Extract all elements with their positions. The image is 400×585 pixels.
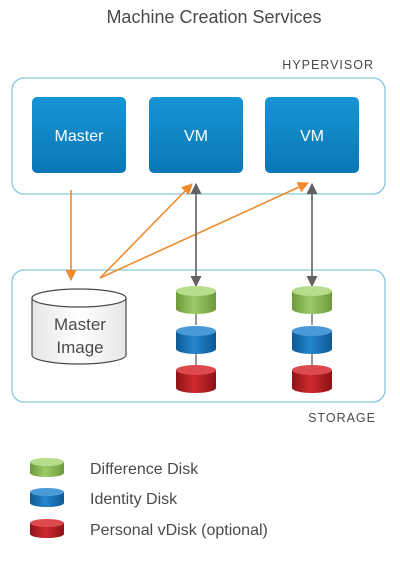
legend-personal-vdisk-label: Personal vDisk (optional) [90,522,268,539]
node-vm-2: VM [265,97,359,173]
vm-2-identity-disk [292,326,332,354]
node-master: Master [32,97,126,173]
vm-2-disk-stack [292,286,332,393]
node-vm-1: VM [149,97,243,173]
vm-1-disk-stack [176,286,216,393]
legend-difference-disk-label: Difference Disk [90,461,199,478]
hypervisor-label: HYPERVISOR [282,58,374,72]
node-vm-2-label: VM [300,128,324,145]
legend-identity-disk: Identity Disk [30,488,178,508]
legend: Difference Disk Identity Disk Personal v… [30,458,268,539]
vm-2-personal-vdisk [292,365,332,393]
master-image-line1: Master [54,315,106,334]
vm-2-difference-disk [292,286,332,314]
diagram-title: Machine Creation Services [106,7,321,27]
arrow-image-to-vm-2 [99,182,310,279]
storage-label: STORAGE [308,411,376,425]
vm-1-difference-disk [176,286,216,314]
master-image-line2: Image [56,338,103,357]
master-image-cylinder: Master Image [31,288,127,365]
vm-1-personal-vdisk [176,365,216,393]
arrow-image-to-vm-1 [99,183,193,279]
legend-difference-disk: Difference Disk [30,458,199,478]
legend-personal-vdisk: Personal vDisk (optional) [30,519,268,539]
node-master-label: Master [55,128,105,145]
legend-identity-disk-label: Identity Disk [90,491,178,508]
node-vm-1-label: VM [184,128,208,145]
vm-1-identity-disk [176,326,216,354]
